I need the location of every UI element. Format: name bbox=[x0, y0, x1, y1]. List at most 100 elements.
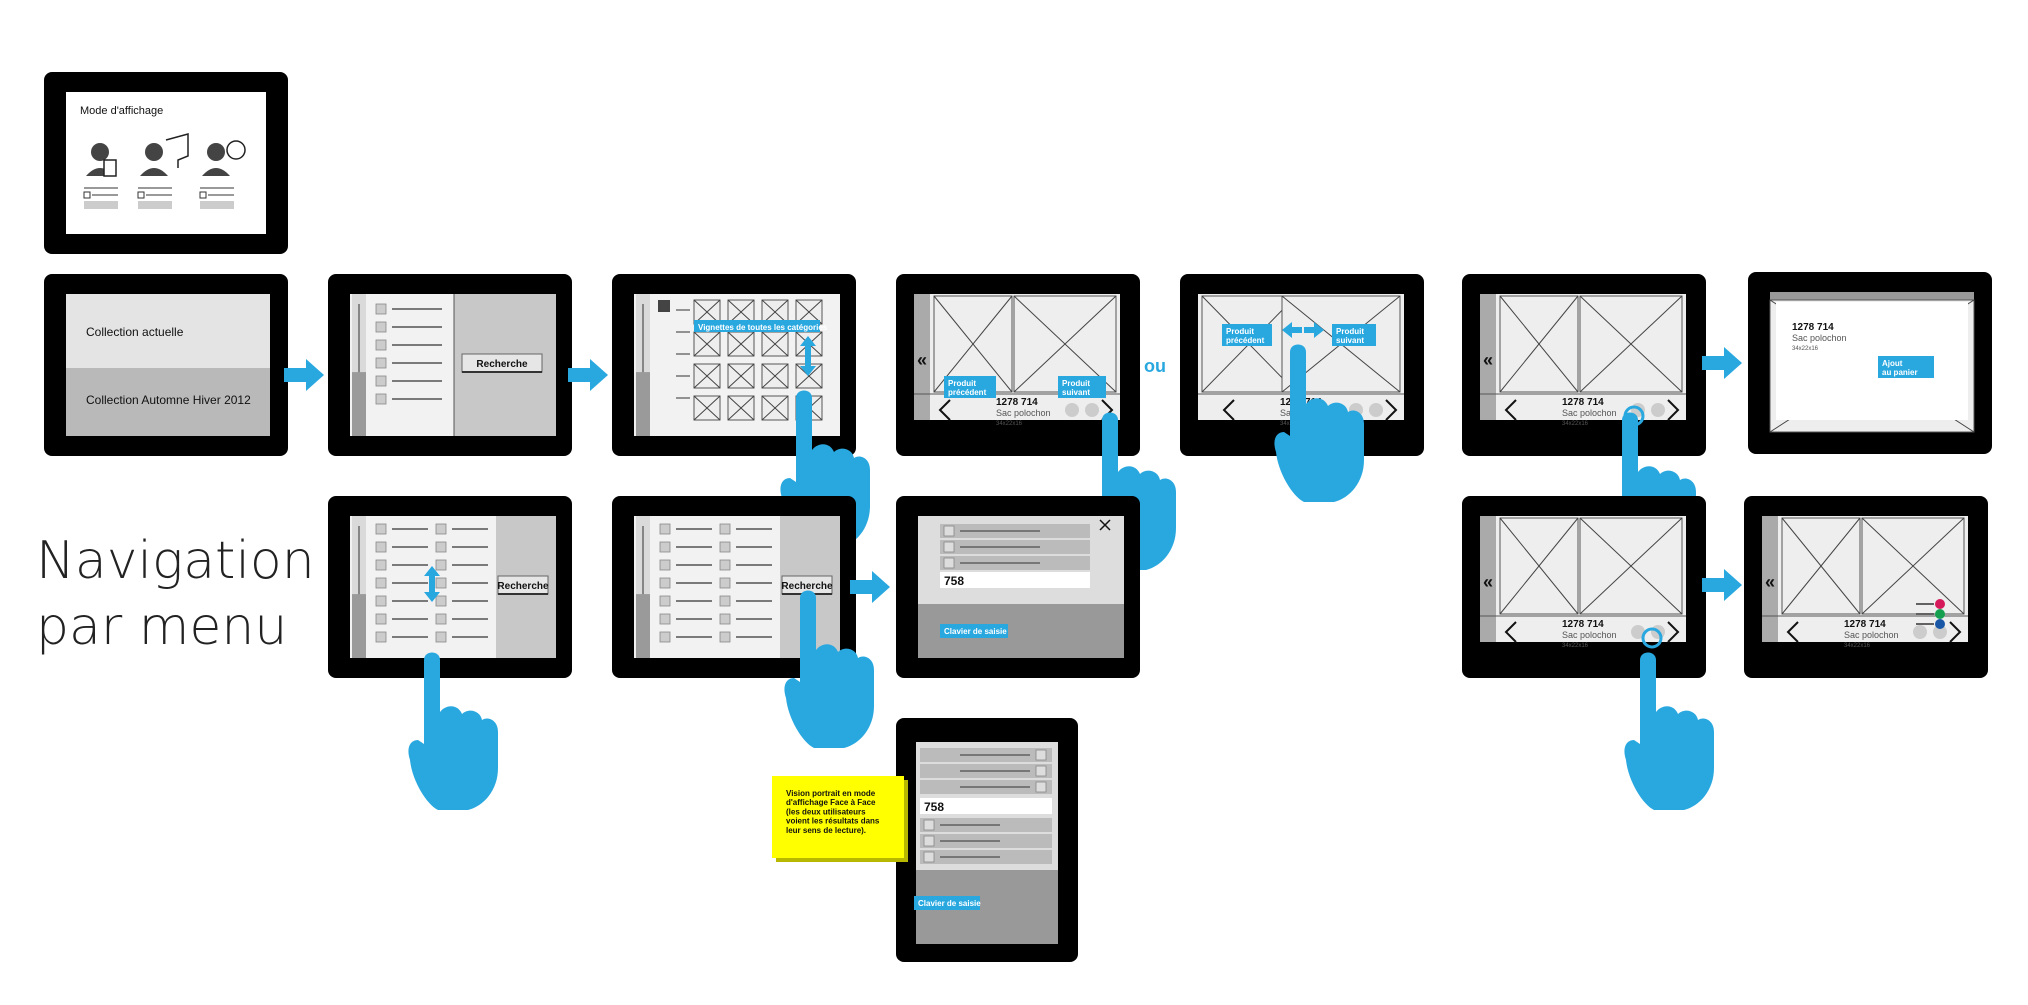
flow-arrow-icon bbox=[1702, 347, 1742, 379]
screen bbox=[66, 92, 266, 234]
checkbox-icon bbox=[375, 393, 387, 405]
pager-dot bbox=[1631, 625, 1645, 639]
placeholder-line bbox=[761, 363, 789, 389]
checkbox-icon bbox=[1035, 765, 1047, 777]
placeholder-line bbox=[1781, 517, 1861, 615]
checkbox-icon bbox=[719, 559, 731, 571]
chevron-right-icon bbox=[1667, 399, 1680, 421]
option-bar bbox=[138, 201, 172, 209]
chevron-left-icon bbox=[938, 399, 951, 421]
swipe-left-icon bbox=[1282, 322, 1302, 338]
checkbox-icon bbox=[719, 613, 731, 625]
checkbox-icon bbox=[659, 559, 671, 571]
checkbox-icon bbox=[435, 595, 447, 607]
checkbox-icon bbox=[435, 523, 447, 535]
placeholder-line bbox=[761, 331, 789, 357]
tap-ring-icon bbox=[1641, 627, 1663, 649]
checkbox-icon bbox=[923, 835, 935, 847]
side-panel bbox=[1480, 294, 1496, 420]
product-id: 1278 714 bbox=[1844, 619, 1886, 630]
tablet-list-search-tap: Recherche bbox=[612, 496, 856, 678]
product-id: 1278 714 bbox=[1792, 322, 1834, 333]
pager-dot bbox=[1913, 625, 1927, 639]
product-size: 34x22x16 bbox=[996, 421, 1023, 427]
color-swatch bbox=[1935, 609, 1945, 619]
search-button-label: Recherche bbox=[497, 581, 549, 592]
color-swatch bbox=[1935, 619, 1945, 629]
scroll-thumb bbox=[636, 594, 650, 658]
checkbox-icon bbox=[375, 613, 387, 625]
scroll-thumb bbox=[352, 594, 366, 658]
product-id: 1278 714 bbox=[1562, 397, 1604, 408]
pager-dot bbox=[1651, 403, 1665, 417]
collapse-icon: « bbox=[1483, 572, 1493, 592]
search-input bbox=[940, 572, 1090, 588]
chevron-right-icon bbox=[1385, 399, 1398, 421]
collapse-icon: « bbox=[1483, 350, 1493, 370]
checkbox-icon bbox=[435, 613, 447, 625]
product-size: 34x22x16 bbox=[1562, 643, 1589, 649]
checkbox-icon bbox=[375, 303, 387, 315]
display-mode-label: Mode d'affichage bbox=[80, 105, 163, 117]
placeholder-line bbox=[727, 363, 755, 389]
placeholder-line bbox=[693, 331, 721, 357]
checkbox-icon bbox=[375, 559, 387, 571]
search-button-label: Recherche bbox=[476, 359, 528, 370]
placeholder-line bbox=[727, 331, 755, 357]
close-icon bbox=[658, 300, 670, 312]
placeholder-line bbox=[1499, 517, 1579, 615]
product-name: Sac polochon bbox=[1844, 630, 1899, 640]
add-to-cart-tag bbox=[1878, 356, 1934, 378]
side-panel bbox=[1762, 516, 1778, 642]
chevron-right-icon bbox=[1667, 621, 1680, 643]
page-title: Navigation par menu bbox=[36, 528, 315, 660]
radio-icon bbox=[83, 191, 91, 199]
checkbox-icon bbox=[659, 595, 671, 607]
collapse-icon: « bbox=[917, 350, 927, 370]
placeholder-line bbox=[1013, 295, 1117, 393]
top-bar bbox=[1770, 292, 1974, 300]
scroll-thumb bbox=[352, 372, 366, 436]
checkbox-icon bbox=[719, 631, 731, 643]
thumbnails-tag bbox=[694, 320, 820, 332]
placeholder-line bbox=[693, 363, 721, 389]
person-icon bbox=[145, 143, 163, 161]
checkbox-icon bbox=[1035, 781, 1047, 793]
product-size: 34x22x16 bbox=[1844, 643, 1871, 649]
swipe-right-icon bbox=[1304, 322, 1324, 338]
radio-icon bbox=[199, 191, 207, 199]
option-bar bbox=[84, 201, 118, 209]
collapse-icon: « bbox=[1765, 572, 1775, 592]
or-label: ou bbox=[1144, 356, 1166, 376]
collection-current bbox=[66, 294, 270, 368]
product-id: 1278 714 bbox=[996, 397, 1038, 408]
tablet-list-scroll: Recherche bbox=[328, 496, 572, 678]
pager-dot bbox=[1065, 403, 1079, 417]
note-background bbox=[772, 776, 904, 858]
product-size: 34x22x16 bbox=[1792, 346, 1819, 352]
checkbox-icon bbox=[659, 631, 671, 643]
checkbox-icon bbox=[435, 559, 447, 571]
thumbnails-tag-label: Vignettes de toutes les catégories bbox=[698, 323, 828, 332]
checkbox-icon bbox=[719, 541, 731, 553]
keyboard-tag-label: Clavier de saisie bbox=[918, 899, 981, 908]
keyboard-tag-label: Clavier de saisie bbox=[944, 627, 1007, 636]
checkbox-icon bbox=[923, 851, 935, 863]
checkbox-icon bbox=[659, 613, 671, 625]
chevron-left-icon bbox=[1504, 399, 1517, 421]
next-tag bbox=[1058, 376, 1106, 398]
checkbox-icon bbox=[375, 339, 387, 351]
search-input bbox=[920, 798, 1052, 814]
placeholder-line bbox=[1579, 517, 1683, 615]
checkbox-icon bbox=[659, 541, 671, 553]
